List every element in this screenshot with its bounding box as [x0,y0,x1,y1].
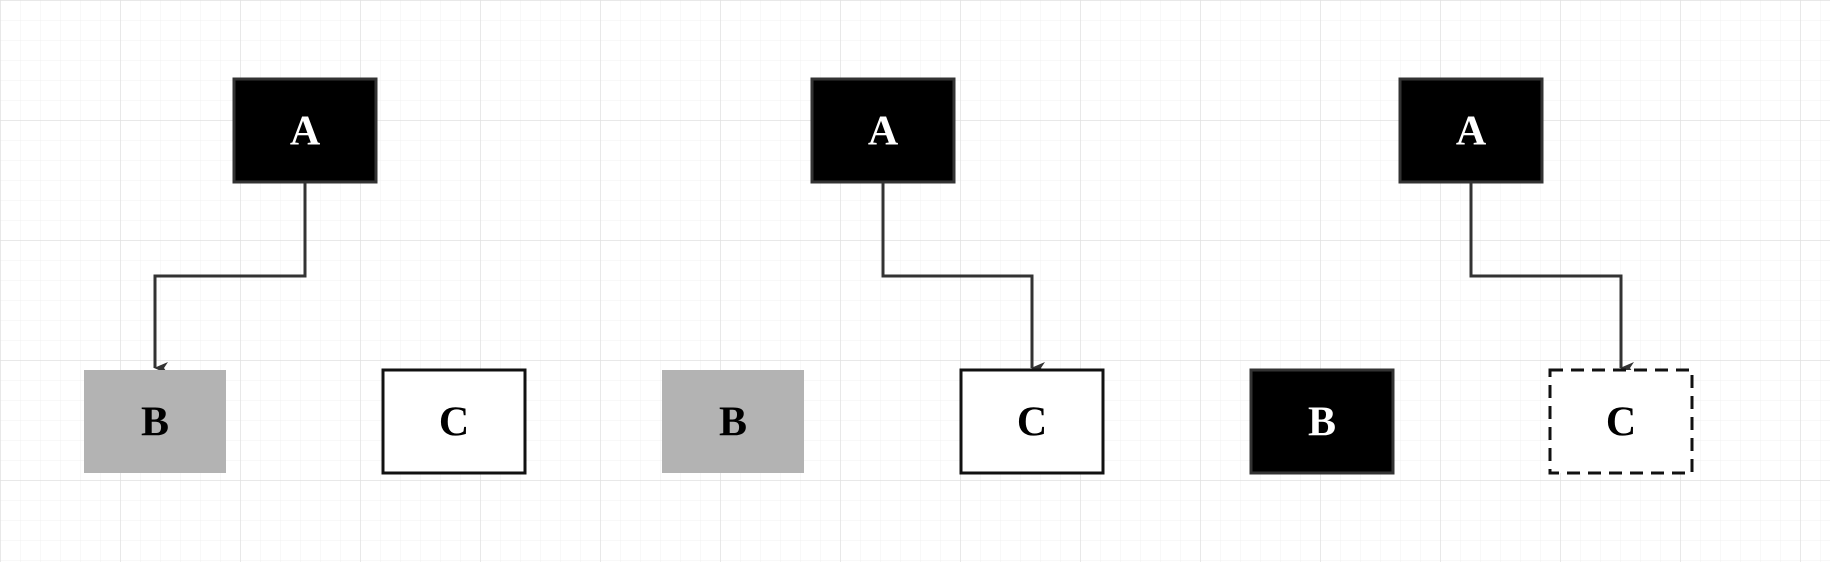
node-c-label: C [1017,400,1047,446]
node-a-box [232,77,378,184]
node-a-box [810,77,956,184]
node-c-label: C [439,400,469,446]
node-c[interactable]: C [1548,368,1694,475]
diagram-panel-1: A B C [84,77,527,475]
node-a-label: A [290,109,321,155]
node-b-box [84,370,226,473]
node-b-box [1249,368,1395,475]
node-c[interactable]: C [381,368,527,475]
node-a-box [1398,77,1544,184]
node-c-box [381,368,527,475]
node-c-box [959,368,1105,475]
node-a[interactable]: A [1398,77,1544,184]
node-b-label: B [141,400,169,446]
edge-a-to-c[interactable] [881,182,1045,374]
edge-a-to-b[interactable] [153,182,307,374]
node-b-label: B [719,400,747,446]
node-a-label: A [868,109,899,155]
node-b-label: B [1308,400,1336,446]
node-a-label: A [1456,109,1487,155]
diagram-panel-3: A B C [1249,77,1694,475]
node-c-box [1548,368,1694,475]
edge-a-to-c[interactable] [1469,182,1634,374]
node-a[interactable]: A [232,77,378,184]
node-b[interactable]: B [84,370,226,473]
diagrams-layer: A B C A B C A B C [84,77,1694,475]
node-c-label: C [1606,400,1636,446]
node-b[interactable]: B [662,370,804,473]
node-a[interactable]: A [810,77,956,184]
node-b-box [662,370,804,473]
diagram-panel-2: A B C [662,77,1105,475]
node-c[interactable]: C [959,368,1105,475]
node-b[interactable]: B [1249,368,1395,475]
